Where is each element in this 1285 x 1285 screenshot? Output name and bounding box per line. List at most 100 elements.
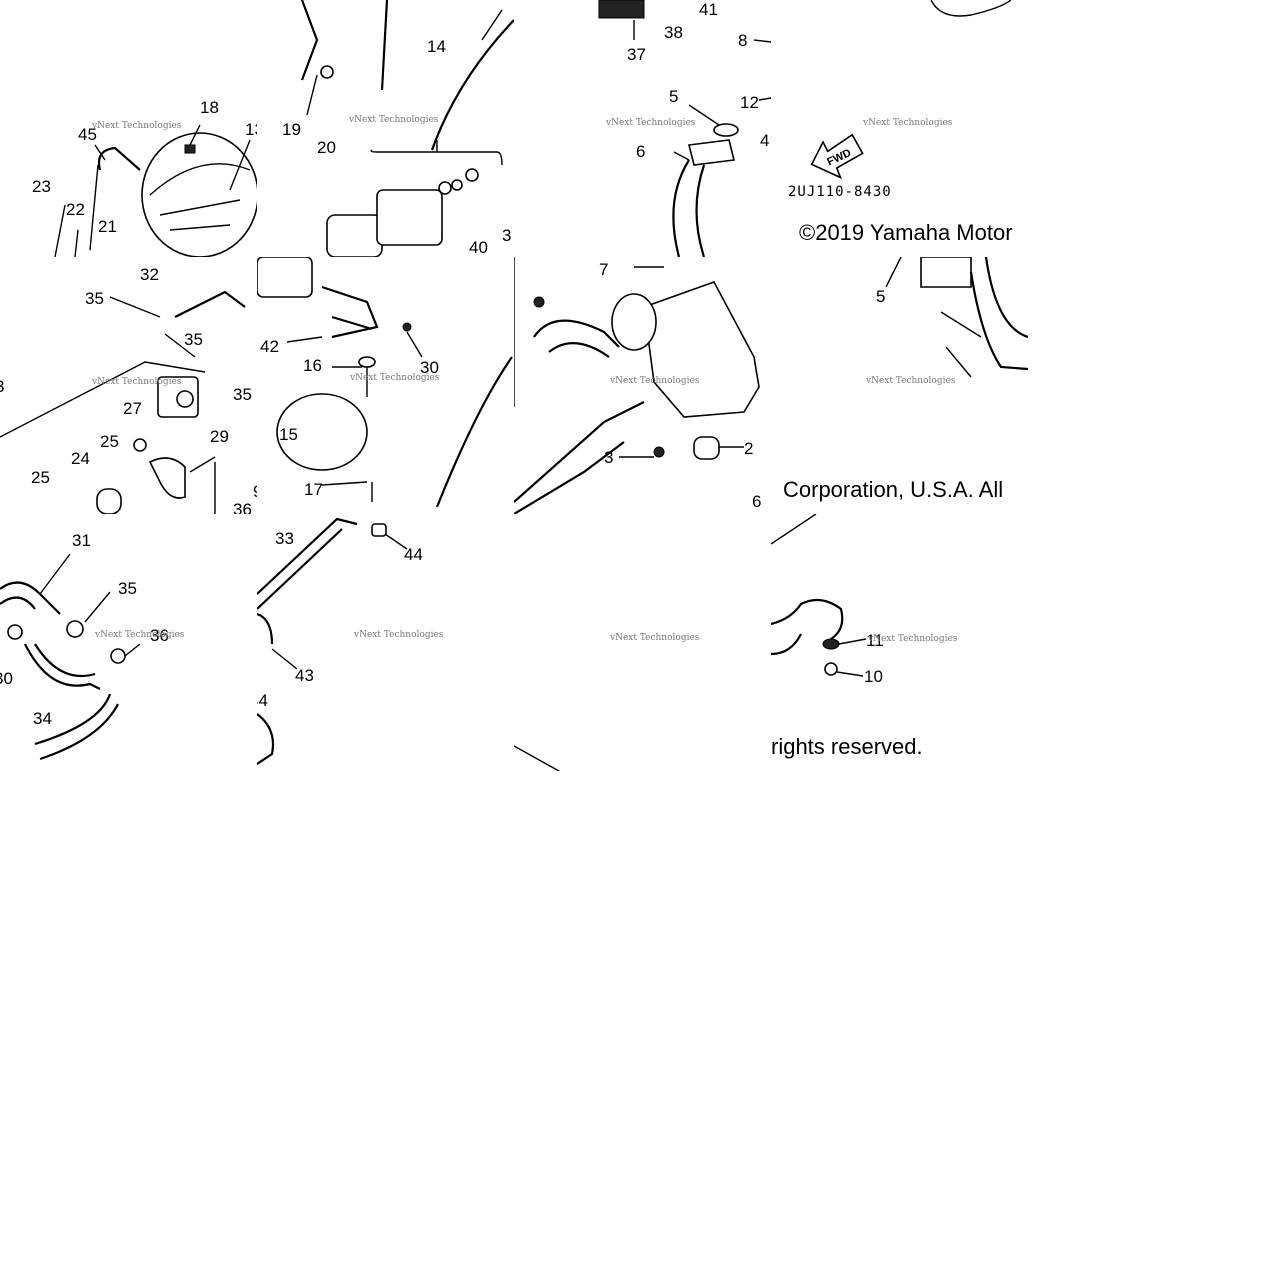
clamp-part — [133, 438, 147, 452]
callout-34: 34 — [33, 709, 52, 728]
watermark: vNext Technologies — [91, 121, 182, 131]
exhaust-pipe — [672, 159, 706, 257]
callout-36: 36 — [150, 626, 169, 645]
callout-35: 35 — [118, 579, 137, 598]
watermark: vNext Technologies — [865, 376, 956, 386]
callout-4: 4 — [760, 131, 769, 150]
watermark: vNext Technologies — [609, 376, 700, 386]
exhaust-pipe — [969, 257, 1028, 371]
copyright-text-1: ©2019 Yamaha Motor — [799, 220, 1013, 245]
watermark: vNext Technologies — [349, 373, 440, 383]
washer-part — [451, 179, 463, 191]
exhaust-pipe — [771, 598, 844, 656]
diagram-tile-muffler: 7 2 3 6 36 vNext Technologies — [514, 257, 771, 514]
clamp-part — [66, 620, 84, 638]
clip-part — [184, 144, 196, 154]
callout-25: 25 — [100, 432, 119, 451]
valve-fitting — [176, 390, 194, 408]
valve-body — [148, 457, 186, 499]
callout-13: 13 — [245, 120, 257, 139]
bolt-part — [653, 446, 665, 458]
callout-30: 30 — [420, 358, 439, 377]
watermark: vNext Technologies — [862, 118, 953, 128]
hose-part — [257, 612, 275, 765]
diagram-tile-blank: vNext Technologies — [514, 514, 771, 771]
air-cleaner-case — [141, 132, 257, 257]
callout-8: 8 — [738, 31, 747, 50]
watermark: vNext Technologies — [609, 633, 700, 643]
diagram-tile-hose-pipe: 33 44 43 44 vNext Technologies — [257, 514, 514, 771]
flange-part — [688, 139, 735, 166]
bracket-part — [300, 0, 514, 151]
callout-3: 3 — [0, 377, 4, 396]
muffler-inlet — [611, 293, 657, 351]
callout-41: 41 — [699, 0, 718, 19]
callout-31: 31 — [72, 531, 91, 550]
callout-6: 6 — [636, 142, 645, 161]
callout-37: 37 — [627, 45, 646, 64]
washer-part — [438, 181, 452, 195]
exhaust-pipe — [533, 319, 620, 358]
callout-35: 35 — [85, 289, 104, 308]
diagram-tile-air-filter: 14 19 20 26 40 28 3 vNext Technologies — [257, 0, 514, 257]
hose-part — [96, 488, 122, 514]
callout-22: 22 — [66, 200, 85, 219]
diagram-tile-copyright-top: FWD 2UJ110-8430 ©2019 Yamaha Motor vNext… — [771, 0, 1028, 257]
watermark: vNext Technologies — [91, 377, 182, 387]
callout-6: 6 — [752, 492, 761, 511]
exhaust-pipe — [514, 401, 645, 514]
fwd-arrow-icon: FWD — [810, 133, 864, 180]
callout-10: 10 — [864, 667, 883, 686]
hose-part — [0, 581, 61, 615]
callout-15: 15 — [279, 425, 298, 444]
watermark: vNext Technologies — [605, 118, 696, 128]
callout-24: 24 — [71, 449, 90, 468]
washer-part — [822, 638, 840, 650]
callout-42: 42 — [260, 337, 279, 356]
gasket-part — [713, 123, 739, 137]
damper-part — [598, 0, 645, 19]
nut-part — [465, 168, 479, 182]
copyright-text-3: rights reserved. — [771, 734, 923, 759]
screw-part — [402, 322, 412, 332]
callout-23: 23 — [32, 177, 51, 196]
callout-38: 38 — [664, 23, 683, 42]
callout-18: 18 — [200, 98, 219, 117]
clamp-part — [371, 523, 387, 537]
callout-16: 16 — [303, 356, 322, 375]
callout-3: 3 — [502, 226, 511, 245]
callout-20: 20 — [317, 138, 336, 157]
copyright-text-2: Corporation, U.S.A. All — [783, 477, 1003, 502]
filter-cover — [257, 257, 313, 298]
callout-25b: 25 — [31, 468, 50, 487]
hose-part — [97, 146, 141, 171]
callout-3: 3 — [604, 448, 613, 467]
watermark: vNext Technologies — [867, 634, 958, 644]
filter-element — [376, 189, 443, 246]
callout-43: 43 — [295, 666, 314, 685]
nut-part — [110, 648, 126, 664]
callout-30: 30 — [0, 669, 13, 688]
callout-29: 29 — [210, 427, 229, 446]
callout-35c: 35 — [233, 385, 252, 404]
diagram-tile-hose-lower: 31 35 36 30 34 vNext Technologies — [0, 514, 257, 771]
filter-cover — [326, 214, 383, 257]
callout-21: 21 — [98, 217, 117, 236]
diagram-tile-exhaust-pipe: 38 41 37 8 5 12 6 4 vNext Technologies — [514, 0, 771, 257]
callout-5: 5 — [669, 87, 678, 106]
hose-part — [257, 517, 358, 610]
callout-7: 7 — [599, 260, 608, 279]
grommet-part — [358, 356, 376, 368]
watermark: vNext Technologies — [348, 115, 439, 125]
hose-part — [174, 290, 246, 318]
muffler-body — [643, 281, 760, 418]
bolt-part — [320, 65, 334, 79]
diagram-tile-copyright-middle: 5 Corporation, U.S.A. All vNext Technolo… — [771, 257, 1028, 514]
callout-9: 9 — [253, 482, 257, 501]
callout-5: 5 — [876, 287, 885, 306]
callout-40: 40 — [469, 238, 488, 257]
callout-44b: 44 — [257, 691, 268, 710]
callout-36: 36 — [514, 257, 515, 271]
diagram-tile-air-cleaner-left: 45 18 13 23 22 21 vNext Technologies — [0, 0, 257, 257]
bolt-part — [533, 296, 545, 308]
